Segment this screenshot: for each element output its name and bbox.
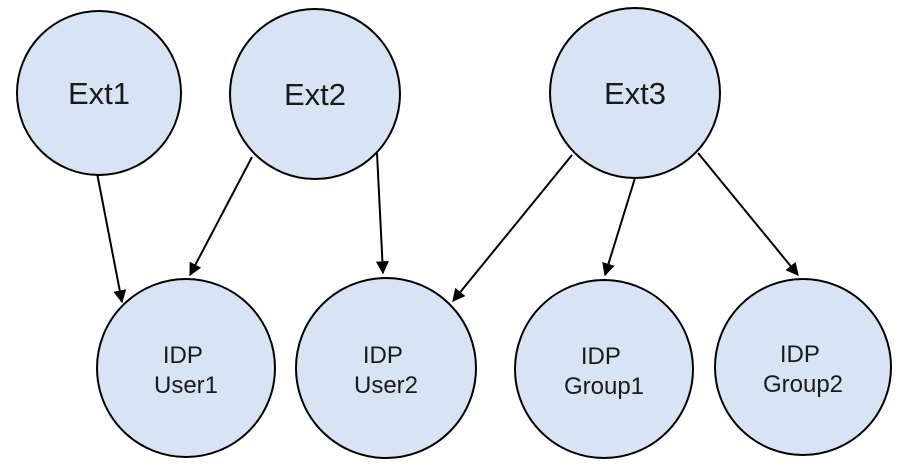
- node-idp-user2: IDP User2: [295, 277, 477, 459]
- node-idp-user2-circle: [295, 277, 477, 459]
- node-ext2: Ext2: [229, 8, 401, 180]
- node-idp-group2: IDP Group2: [714, 278, 892, 456]
- node-ext3-circle: [549, 7, 721, 179]
- node-idp-user1: IDP User1: [96, 278, 276, 458]
- node-ext2-circle: [229, 8, 401, 180]
- node-idp-group2-label: IDP Group2: [763, 341, 843, 398]
- node-idp-user2-label: IDP User2: [354, 342, 418, 399]
- node-ext1: Ext1: [16, 10, 182, 176]
- node-ext2-label: Ext2: [284, 77, 346, 112]
- node-idp-group1: IDP Group1: [514, 279, 694, 459]
- node-idp-group2-circle: [714, 278, 892, 456]
- node-idp-group2-label-line1: IDP: [780, 341, 820, 368]
- edge-ext2-to-idp-user2: [375, 152, 389, 275]
- node-ext1-circle: [16, 10, 182, 176]
- node-idp-group2-label-line2: Group2: [763, 371, 843, 398]
- edge-ext3-to-idp-group1: [602, 177, 636, 277]
- node-idp-user1-label-line1: IDP: [163, 342, 203, 369]
- node-idp-user2-label-line2: User2: [354, 372, 418, 399]
- edge-group: [96, 152, 799, 304]
- node-idp-group1-circle: [514, 279, 694, 459]
- node-ext3-label: Ext3: [604, 76, 666, 111]
- node-idp-group1-label-line1: IDP: [581, 343, 621, 370]
- edge-ext3-to-idp-user2: [452, 154, 573, 303]
- node-idp-user1-label-line2: User1: [154, 372, 218, 399]
- node-ext1-label: Ext1: [68, 76, 130, 111]
- node-idp-user1-label: IDP User1: [154, 342, 218, 399]
- edge-ext1-to-idp-user1: [96, 172, 127, 304]
- node-idp-group1-label: IDP Group1: [564, 343, 644, 400]
- node-idp-group1-label-line2: Group1: [564, 373, 644, 400]
- node-ext3: Ext3: [549, 7, 721, 179]
- node-idp-user2-label-line1: IDP: [363, 342, 403, 369]
- edge-ext3-to-idp-group2: [697, 152, 799, 277]
- node-idp-user1-circle: [96, 278, 276, 458]
- edge-ext2-to-idp-user1: [189, 156, 253, 277]
